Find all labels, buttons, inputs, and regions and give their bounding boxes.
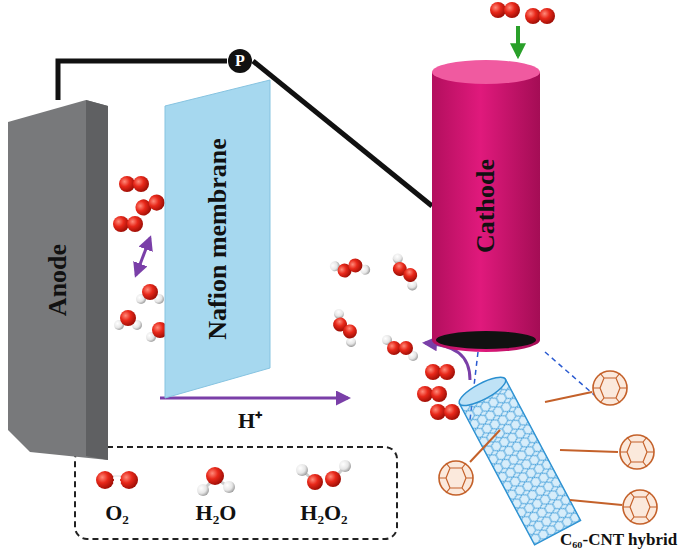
legend-label: O₂ bbox=[105, 500, 129, 526]
node-label: Anode bbox=[43, 244, 73, 316]
wire bbox=[253, 61, 432, 206]
ion-label: H⁺ bbox=[238, 404, 262, 434]
reaction-arrow bbox=[136, 238, 150, 275]
h2o2-molecule bbox=[323, 249, 427, 361]
cathode-electrode: Cathode bbox=[432, 60, 540, 352]
legend-icon bbox=[296, 460, 351, 490]
node-label: Cathode bbox=[471, 159, 501, 253]
legend-icon bbox=[96, 471, 138, 489]
proton-arrow bbox=[160, 397, 348, 400]
node-label: P bbox=[235, 52, 245, 70]
legend-icon bbox=[197, 467, 235, 496]
wire bbox=[58, 61, 227, 100]
linker bbox=[470, 392, 622, 505]
o2-molecule bbox=[490, 2, 555, 24]
power-source: P bbox=[227, 32, 253, 90]
legend-label: H₂O₂ bbox=[300, 500, 347, 526]
fullerene bbox=[439, 371, 657, 524]
material-label: C₆₀-CNT hybrid bbox=[560, 530, 677, 550]
legend-frame bbox=[75, 447, 397, 539]
membrane: Nafion membrane bbox=[165, 80, 270, 398]
anode-electrode: Anode bbox=[8, 100, 108, 460]
legend-label: H₂O bbox=[196, 500, 237, 526]
o2-molecule bbox=[417, 364, 460, 420]
node-label: Nafion membrane bbox=[203, 138, 233, 339]
feed-arrow bbox=[516, 26, 520, 56]
o2-molecule bbox=[113, 176, 167, 232]
